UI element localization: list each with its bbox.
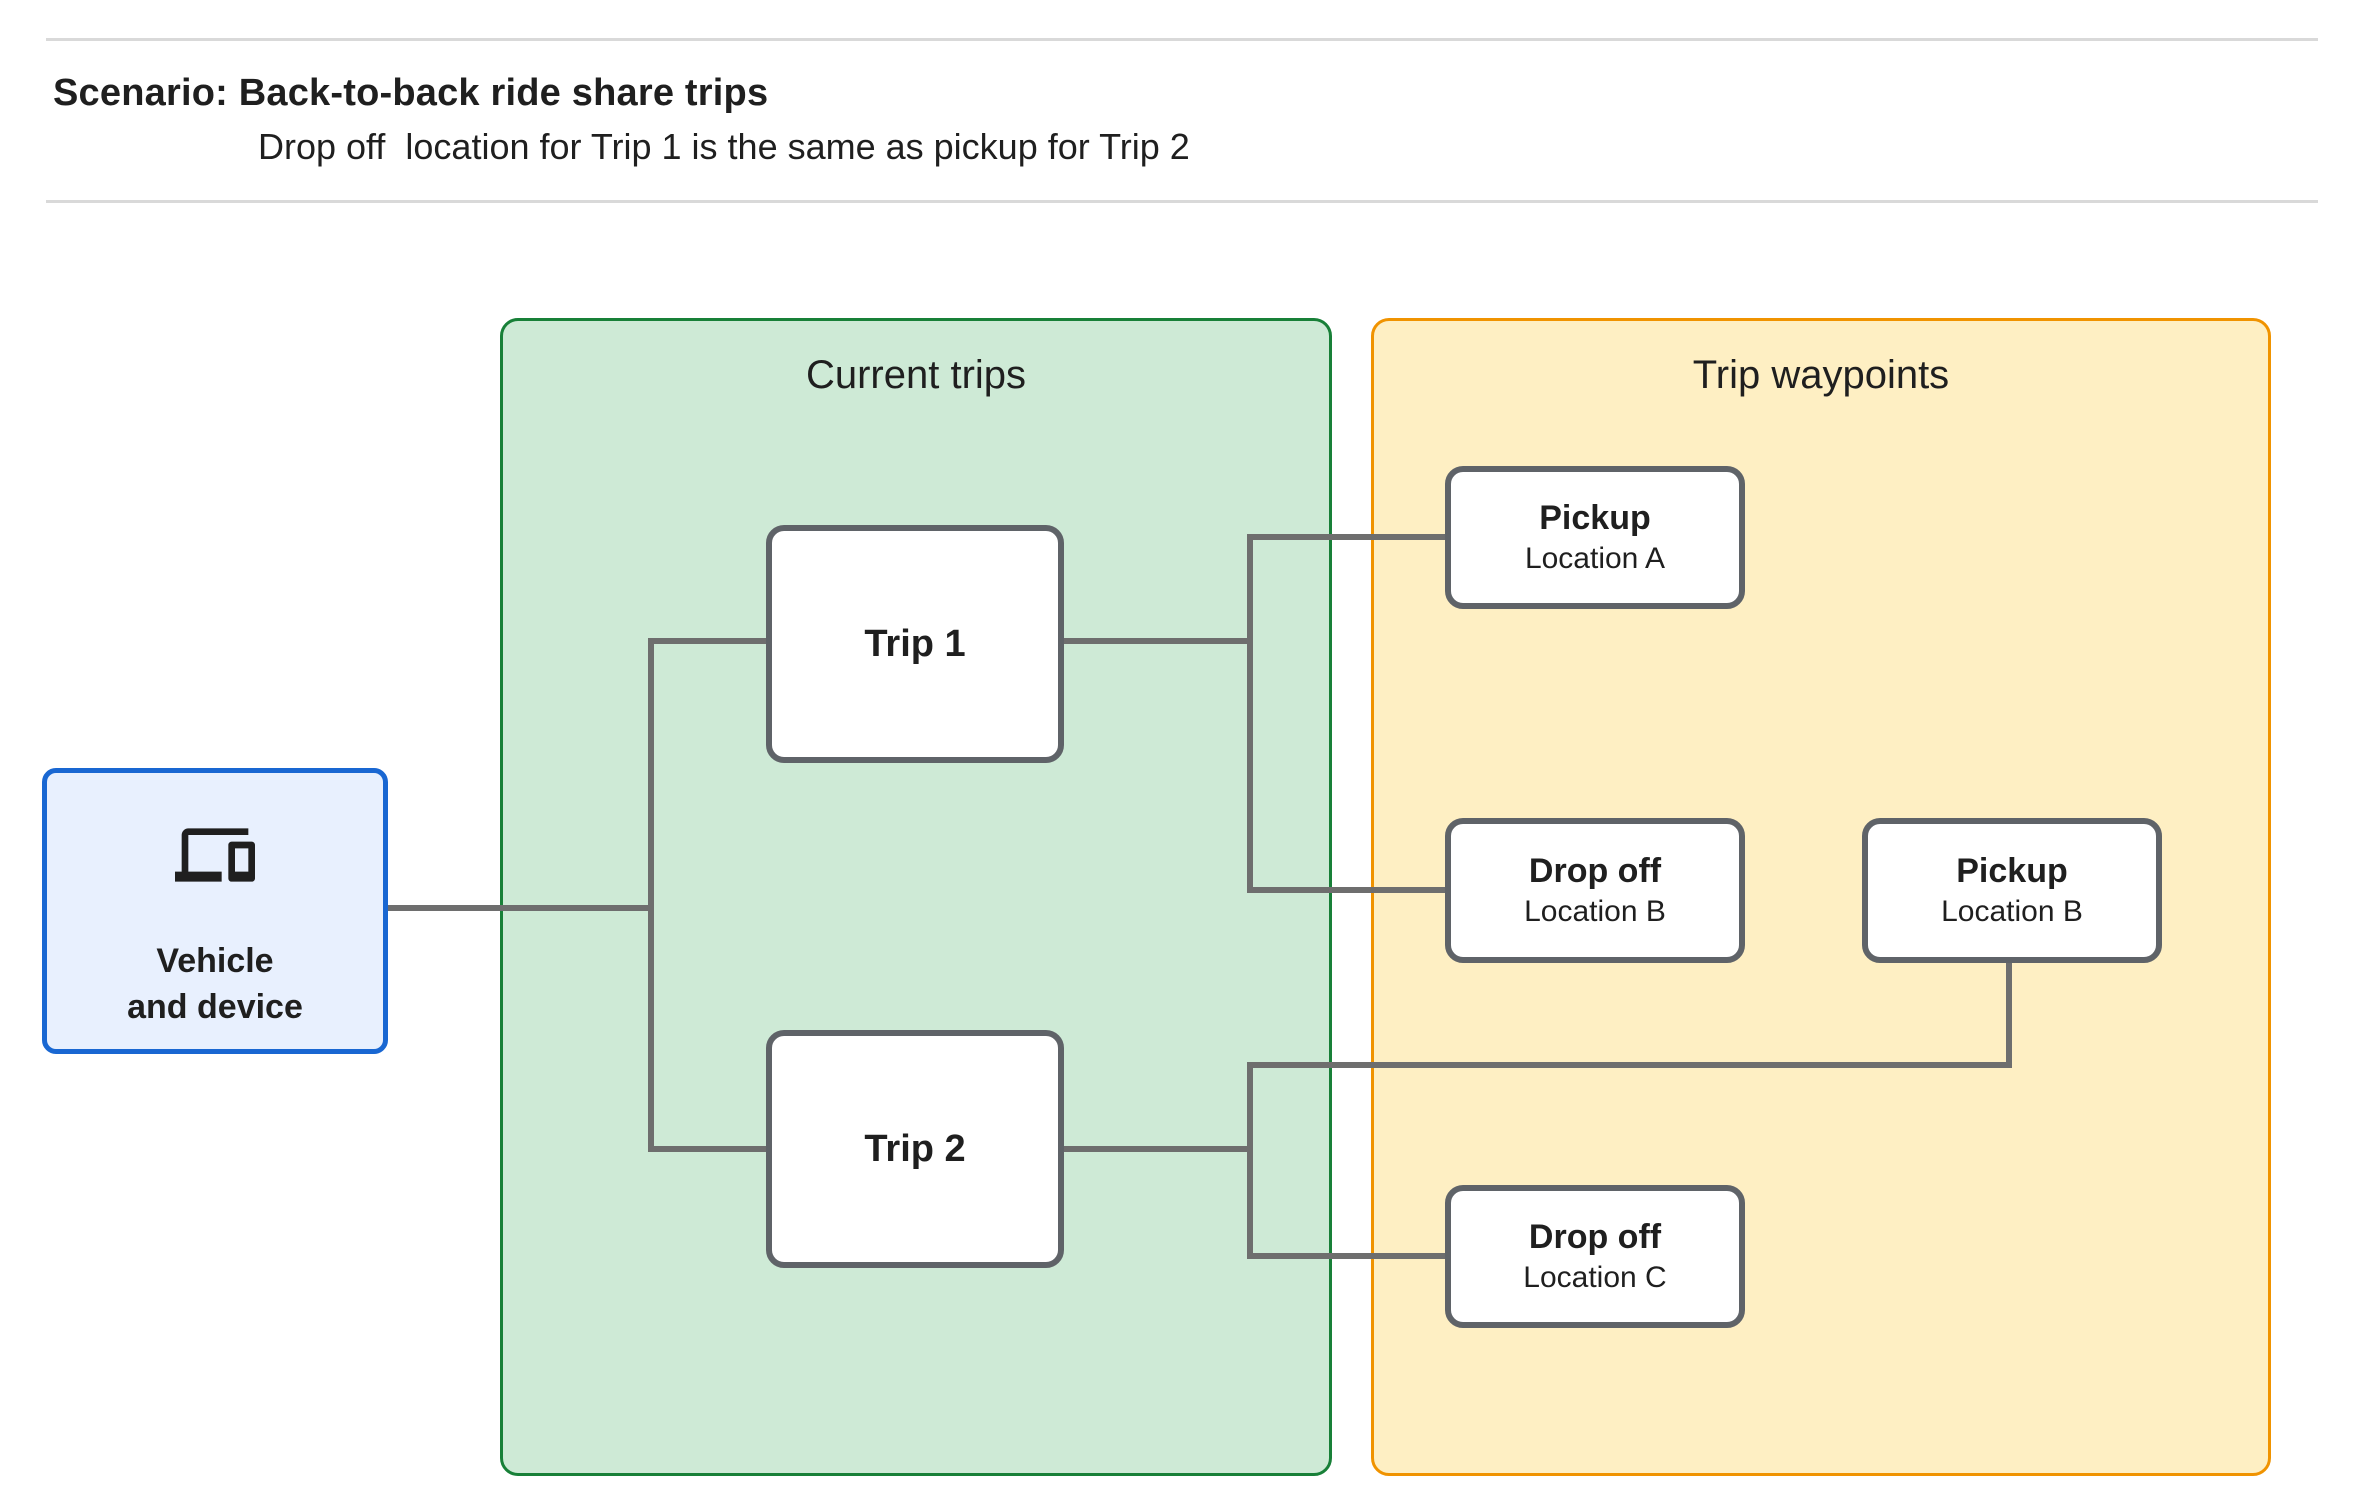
- waypoint-title: Drop off: [1528, 1217, 1662, 1256]
- connector-to-pickup-a: [1247, 534, 1445, 540]
- group-trip-waypoints-label: Trip waypoints: [1692, 353, 1950, 397]
- connector-to-dropoff-c: [1247, 1253, 1445, 1259]
- node-trip-2: Trip 2: [766, 1030, 1064, 1268]
- node-vehicle-device: Vehicle and device: [42, 768, 388, 1054]
- node-pickup-location-a: Pickup Location A: [1445, 466, 1745, 609]
- trip-2-label: Trip 2: [864, 1127, 966, 1170]
- waypoint-subtitle: Location B: [1941, 895, 2083, 929]
- group-current-trips-label: Current trips: [805, 353, 1027, 397]
- waypoint-title: Pickup: [1539, 498, 1651, 537]
- node-dropoff-location-c: Drop off Location C: [1445, 1185, 1745, 1328]
- waypoint-subtitle: Location B: [1524, 895, 1666, 929]
- connector-trip1-out: [1064, 638, 1253, 644]
- vehicle-label-line2: and device: [127, 987, 303, 1026]
- connector-left-trunk: [648, 638, 654, 1152]
- waypoint-title: Drop off: [1528, 851, 1662, 890]
- page-subtitle: Drop off location for Trip 1 is the same…: [258, 126, 1190, 167]
- divider-top: [46, 38, 2318, 41]
- page-title: Scenario: Back-to-back ride share trips: [53, 72, 769, 114]
- node-pickup-location-b: Pickup Location B: [1862, 818, 2162, 963]
- waypoint-subtitle: Location C: [1523, 1261, 1667, 1295]
- connector-to-dropoff-b: [1247, 887, 1445, 893]
- connector-trip2-out: [1064, 1146, 1253, 1152]
- vehicle-label: Vehicle and device: [127, 939, 303, 1031]
- connector-trip2-trunk: [1247, 1062, 1253, 1259]
- connector-trip1-trunk: [1247, 534, 1253, 893]
- connector-pickup-b-horizontal: [1247, 1062, 2012, 1068]
- connector-pickup-b-vertical: [2006, 963, 2012, 1068]
- connector-vehicle-to-trunk: [388, 905, 651, 911]
- divider-bottom: [46, 200, 2318, 203]
- trip-1-label: Trip 1: [864, 622, 966, 665]
- devices-icon: [175, 815, 255, 895]
- node-dropoff-location-b: Drop off Location B: [1445, 818, 1745, 963]
- group-current-trips: Current trips: [500, 318, 1332, 1476]
- waypoint-title: Pickup: [1956, 851, 2068, 890]
- waypoint-subtitle: Location A: [1524, 542, 1666, 576]
- vehicle-label-line1: Vehicle: [156, 942, 274, 980]
- connector-trunk-to-trip1: [648, 638, 766, 644]
- node-trip-1: Trip 1: [766, 525, 1064, 763]
- connector-trunk-to-trip2: [648, 1146, 766, 1152]
